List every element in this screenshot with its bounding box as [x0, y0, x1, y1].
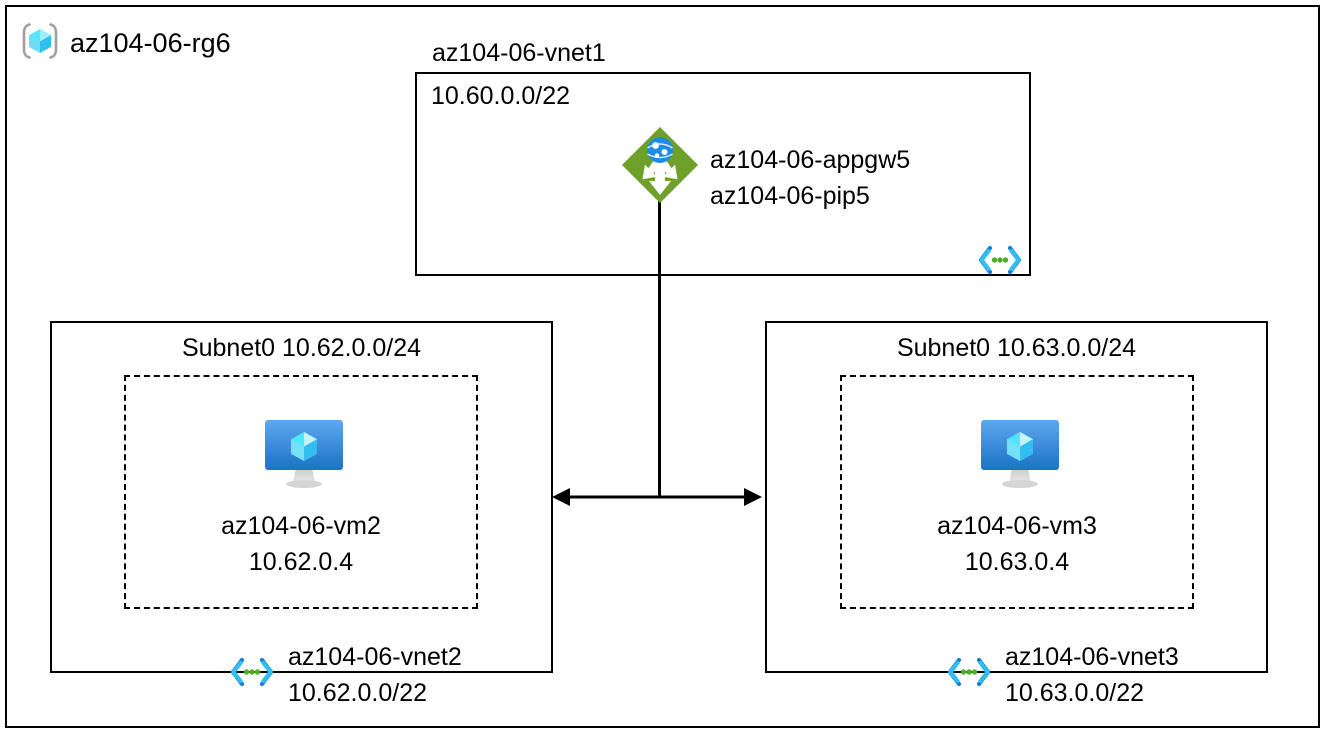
resource-group-header: az104-06-rg6	[20, 21, 231, 66]
vm3-ip-label: 10.63.0.4	[964, 548, 1070, 576]
vm3-labels: az104-06-vm3 10.63.0.4	[840, 508, 1194, 580]
vm2-ip-label: 10.62.0.4	[248, 548, 354, 576]
vnet-peering-icon	[976, 245, 1024, 275]
vnet3-subnet-dashed-box	[840, 375, 1194, 609]
vm2-labels: az104-06-vm2 10.62.0.4	[124, 508, 478, 580]
vnet1-name-label: az104-06-vnet1	[432, 39, 606, 67]
vnet-peering-icon	[945, 657, 993, 687]
vnet3-subnet-label: Subnet0 10.63.0.0/24	[896, 334, 1137, 362]
resource-group-border	[5, 5, 1320, 728]
vnet2-cidr-label: 10.62.0.0/22	[288, 679, 428, 707]
vnet3-footer-labels: az104-06-vnet3 10.63.0.0/22	[1005, 639, 1179, 711]
vnet-peering-arrow	[552, 480, 762, 514]
vnet2-subnet-label: Subnet0 10.62.0.0/24	[181, 334, 422, 362]
vnet1-cidr-label: 10.60.0.0/22	[431, 82, 571, 110]
vnet1-box	[415, 72, 1031, 276]
vnet3-name-label: az104-06-vnet3	[1005, 643, 1179, 671]
vnet2-footer-labels: az104-06-vnet2 10.62.0.0/22	[288, 639, 462, 711]
vnet3-box	[765, 321, 1268, 673]
application-gateway-icon	[621, 126, 699, 204]
appgw-name-label: az104-06-appgw5	[710, 146, 911, 174]
resource-group-cube-icon	[20, 21, 60, 66]
appgw-labels: az104-06-appgw5 az104-06-pip5	[710, 142, 910, 214]
resource-group-name: az104-06-rg6	[70, 28, 231, 58]
appgw-pip-label: az104-06-pip5	[710, 182, 870, 210]
vnet-peering-icon	[228, 657, 276, 687]
vnet2-box	[50, 321, 553, 673]
vm3-name-label: az104-06-vm3	[937, 512, 1097, 540]
virtual-machine-icon	[974, 416, 1066, 490]
virtual-machine-icon	[258, 416, 350, 490]
vnet2-subnet-dashed-box	[124, 375, 478, 609]
vnet3-cidr-label: 10.63.0.0/22	[1005, 679, 1145, 707]
appgw-connector-line	[658, 198, 661, 498]
vnet2-name-label: az104-06-vnet2	[288, 643, 462, 671]
vm2-name-label: az104-06-vm2	[221, 512, 381, 540]
